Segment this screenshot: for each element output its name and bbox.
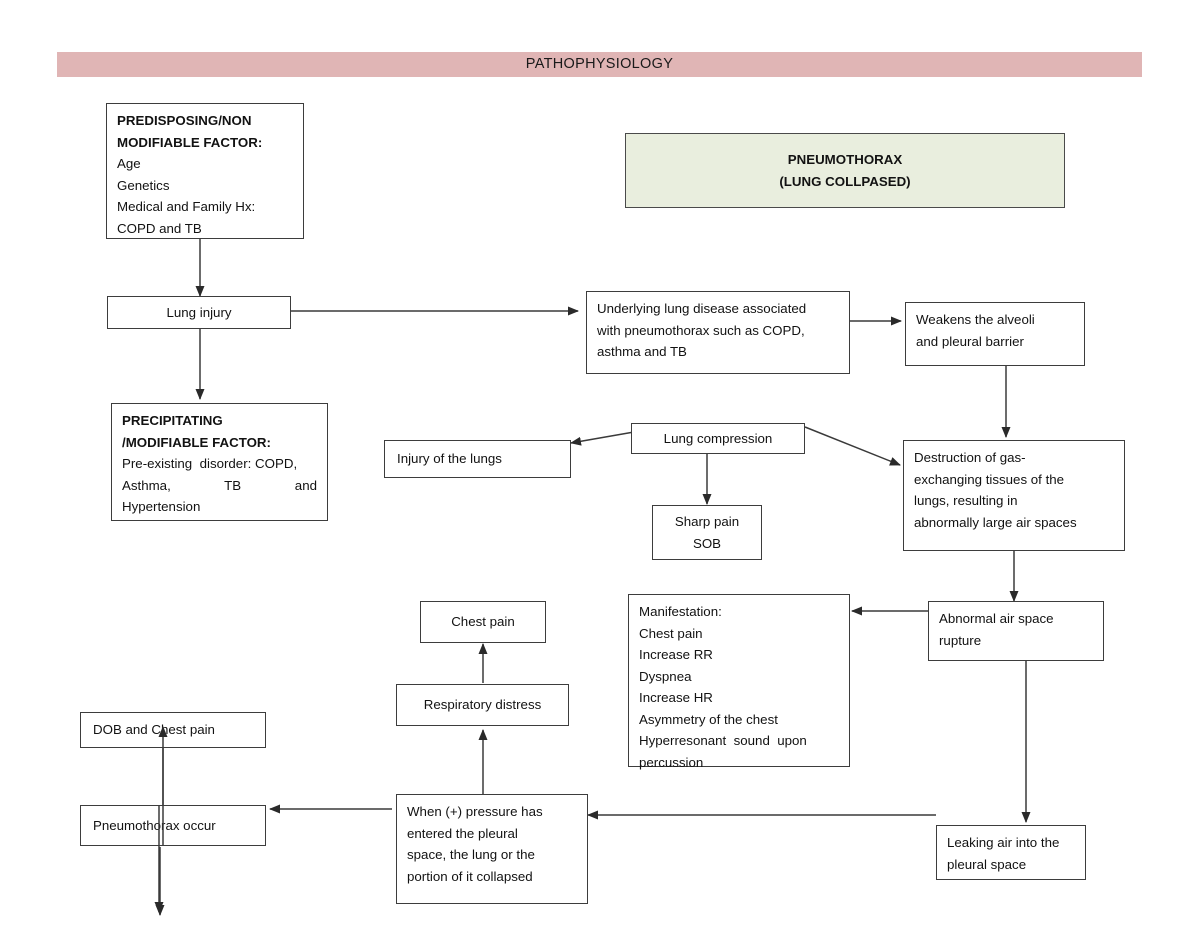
predisposing-line1: Age bbox=[117, 156, 141, 172]
injury-of-lungs-label: Injury of the lungs bbox=[397, 451, 502, 467]
positive-pressure-line2: entered the pleural bbox=[407, 825, 518, 841]
manifestation-line3: Increase RR bbox=[639, 647, 713, 663]
node-predisposing-factor[interactable]: PREDISPOSING/NON MODIFIABLE FACTOR: Age … bbox=[106, 103, 304, 239]
node-manifestation[interactable]: Manifestation: Chest pain Increase RR Dy… bbox=[628, 594, 850, 770]
edge-destruction-to-compression bbox=[804, 426, 901, 466]
precipitating-header-line2: /MODIFIABLE FACTOR: bbox=[122, 434, 271, 450]
destruction-line4: abnormally large air spaces bbox=[914, 514, 1077, 530]
dob-chest-pain-label: DOB and Chest pain bbox=[93, 722, 215, 738]
node-respiratory-distress[interactable]: Respiratory distress bbox=[396, 684, 569, 726]
destruction-line3: lungs, resulting in bbox=[914, 493, 1018, 509]
predisposing-line2: Genetics bbox=[117, 177, 170, 193]
abnormal-rupture-line1: Abnormal air space bbox=[939, 611, 1054, 626]
pneumothorax-title-line1: PNEUMOTHORAX bbox=[787, 151, 903, 167]
weakens-line2: and pleural barrier bbox=[916, 333, 1024, 349]
precipitating-line2: Asthma, TB and bbox=[122, 477, 317, 493]
manifestation-line4: Dyspnea bbox=[639, 668, 692, 684]
node-lung-injury[interactable]: Lung injury bbox=[107, 296, 291, 329]
node-lung-compression[interactable]: Lung compression bbox=[631, 423, 805, 454]
sharp-pain-line1: Sharp pain bbox=[674, 513, 740, 529]
underlying-line3: asthma and TB bbox=[597, 344, 687, 360]
node-weakens-alveoli[interactable]: Weakens the alveoli and pleural barrier bbox=[905, 302, 1085, 366]
destruction-line2: exchanging tissues of the bbox=[914, 471, 1065, 487]
node-underlying-disease[interactable]: Underlying lung disease associated with … bbox=[586, 291, 850, 374]
page-title: PATHOPHYSIOLOGY bbox=[525, 56, 674, 72]
pneumothorax-title-line2: (LUNG COLLPASED) bbox=[779, 173, 911, 189]
precipitating-line3: Hypertension bbox=[122, 499, 201, 515]
node-precipitating-factor[interactable]: PRECIPITATING /MODIFIABLE FACTOR: Pre-ex… bbox=[111, 403, 328, 521]
positive-pressure-line1: When (+) pressure has bbox=[407, 804, 543, 819]
underlying-line2: with pneumothorax such as COPD, bbox=[597, 322, 805, 338]
leaking-air-line2: pleural space bbox=[947, 856, 1027, 872]
underlying-line1: Underlying lung disease associated bbox=[597, 301, 807, 316]
node-abnormal-air-space-rupture[interactable]: Abnormal air space rupture bbox=[928, 601, 1104, 661]
manifestation-line8: percussion bbox=[639, 754, 704, 770]
node-destruction-of-tissues[interactable]: Destruction of gas- exchanging tissues o… bbox=[903, 440, 1125, 551]
predisposing-line4: COPD and TB bbox=[117, 220, 202, 236]
leaking-air-line1: Leaking air into the bbox=[947, 835, 1060, 850]
predisposing-line3: Medical and Family Hx: bbox=[117, 199, 256, 215]
predisposing-header-line1: PREDISPOSING/NON bbox=[117, 113, 252, 128]
manifestation-line6: Asymmetry of the chest bbox=[639, 711, 778, 727]
sharp-pain-line2: SOB bbox=[692, 535, 722, 551]
weakens-line1: Weakens the alveoli bbox=[916, 312, 1035, 327]
edge-compression-to-injury bbox=[570, 431, 635, 446]
page-title-banner: PATHOPHYSIOLOGY bbox=[57, 52, 1142, 77]
destruction-line1: Destruction of gas- bbox=[914, 450, 1026, 465]
abnormal-rupture-line2: rupture bbox=[939, 632, 982, 648]
node-pneumothorax-occur[interactable]: Pneumothorax occur bbox=[80, 805, 266, 846]
node-leaking-air[interactable]: Leaking air into the pleural space bbox=[936, 825, 1086, 880]
node-sharp-pain-sob[interactable]: Sharp pain SOB bbox=[652, 505, 762, 560]
precipitating-line1: Pre-existing disorder: COPD, bbox=[122, 456, 298, 472]
pneumothorax-occur-label: Pneumothorax occur bbox=[93, 817, 216, 833]
manifestation-line2: Chest pain bbox=[639, 625, 703, 641]
chest-pain-label: Chest pain bbox=[451, 614, 515, 630]
manifestation-line7: Hyperresonant sound upon bbox=[639, 733, 807, 749]
manifestation-line5: Increase HR bbox=[639, 690, 713, 706]
node-chest-pain[interactable]: Chest pain bbox=[420, 601, 546, 643]
precipitating-header-line1: PRECIPITATING bbox=[122, 413, 223, 428]
node-dob-and-chest-pain[interactable]: DOB and Chest pain bbox=[80, 712, 266, 748]
manifestation-line1: Manifestation: bbox=[639, 604, 722, 619]
node-positive-pressure[interactable]: When (+) pressure has entered the pleura… bbox=[396, 794, 588, 904]
respiratory-distress-label: Respiratory distress bbox=[423, 697, 542, 713]
positive-pressure-line4: portion of it collapsed bbox=[407, 868, 533, 884]
node-injury-of-lungs[interactable]: Injury of the lungs bbox=[384, 440, 571, 478]
predisposing-header-line2: MODIFIABLE FACTOR: bbox=[117, 134, 263, 150]
node-pneumothorax-title[interactable]: PNEUMOTHORAX (LUNG COLLPASED) bbox=[625, 133, 1065, 208]
lung-injury-label: Lung injury bbox=[166, 304, 232, 320]
lung-compression-label: Lung compression bbox=[663, 430, 773, 446]
positive-pressure-line3: space, the lung or the bbox=[407, 847, 535, 863]
